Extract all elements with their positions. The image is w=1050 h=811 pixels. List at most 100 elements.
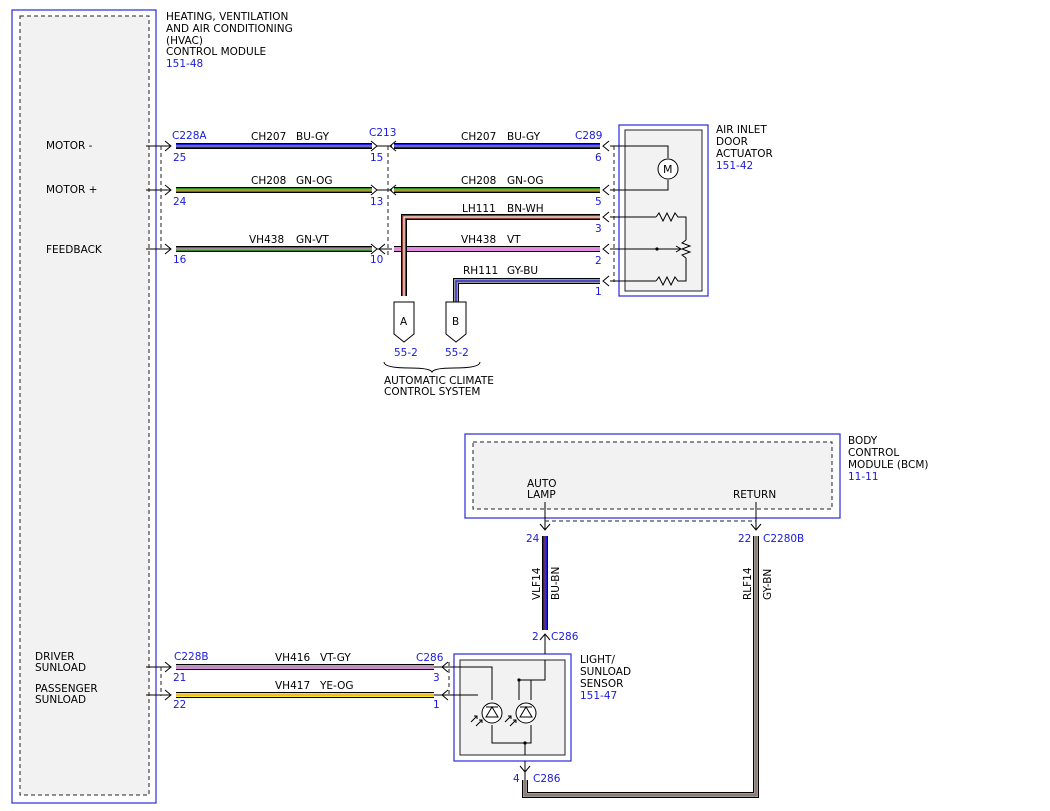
sensor-ref-link[interactable]: 151-47: [580, 690, 617, 702]
hvac-ref-link[interactable]: 151-48: [166, 58, 203, 70]
ref-a-letter: A: [400, 316, 408, 328]
pin-3: 3: [595, 223, 602, 235]
wire-label-vlf14-color: BU-BN: [550, 567, 562, 600]
wire-label-vh438-right-circuit: VH438: [461, 234, 496, 246]
sensor-title-2: SUNLOAD: [580, 666, 631, 678]
hvac-title-3: (HVAC): [166, 35, 203, 47]
pin-21: 21: [173, 672, 186, 684]
hvac-title-1: HEATING, VENTILATION: [166, 11, 288, 23]
pin-label-feedback: FEEDBACK: [46, 244, 103, 256]
wire-label-ch208-right-color: GN-OG: [507, 175, 543, 187]
bcm-ref-link[interactable]: 11-11: [848, 471, 879, 483]
connector-c286-sensor-in: C286: [416, 652, 444, 664]
pin-24: 24: [173, 196, 187, 208]
connector-arrow-icon: [441, 661, 449, 673]
actuator-title-3: ACTUATOR: [716, 148, 773, 160]
connector-arrow-icon: [164, 661, 172, 673]
connector-arrow-icon: [164, 140, 172, 152]
actuator-title-2: DOOR: [716, 136, 748, 148]
svg-text:M: M: [663, 163, 673, 176]
resistor-icon: [655, 211, 687, 287]
connector-arrow-icon: [539, 523, 551, 531]
connector-arrow-icon: [164, 243, 172, 255]
connector-arrow-icon: [164, 184, 172, 196]
pin-2: 2: [595, 255, 602, 267]
connector-arrow-icon: [750, 523, 762, 531]
pin-16: 16: [173, 254, 187, 266]
photodiode-icon: [504, 702, 537, 727]
wire-label-rlf14-color: GY-BN: [762, 569, 774, 600]
connector-arrow-icon: [164, 689, 172, 701]
pin-bcm-22: 22: [738, 533, 751, 545]
system-label-2: CONTROL SYSTEM: [384, 386, 480, 398]
connector-c213: C213: [369, 127, 396, 139]
pin-label-driver-sunload-1: DRIVER: [35, 651, 75, 663]
air-inlet-actuator: AIR INLET DOOR ACTUATOR 151-42 M: [602, 124, 773, 297]
pin-bcm-24: 24: [526, 533, 540, 545]
wire-label-ch208-right-circuit: CH208: [461, 175, 496, 187]
wire-label-vh416-circuit: VH416: [275, 652, 310, 664]
pin-label-driver-sunload-2: SUNLOAD: [35, 662, 86, 674]
connector-c228b: C228B: [174, 651, 209, 663]
actuator-title-1: AIR INLET: [716, 124, 767, 136]
pin-label-passenger-sunload-1: PASSENGER: [35, 683, 98, 695]
wire-rh111[interactable]: [453, 278, 600, 302]
pin-5: 5: [595, 196, 602, 208]
pin-10: 10: [370, 254, 383, 266]
hvac-module: HEATING, VENTILATION AND AIR CONDITIONIN…: [11, 9, 293, 804]
wire-label-lh111-color: BN-WH: [507, 203, 544, 215]
wire-label-ch207-right-circuit: CH207: [461, 131, 496, 143]
sensor-title-1: LIGHT/: [580, 654, 615, 666]
sensor-title-3: SENSOR: [580, 678, 623, 690]
connector-c289: C289: [575, 130, 602, 142]
bcm-title-3: MODULE (BCM): [848, 459, 929, 471]
wire-label-vh417-circuit: VH417: [275, 680, 310, 692]
pin-13: 13: [370, 196, 383, 208]
bcm-pin-auto-lamp-1: AUTO: [527, 478, 557, 490]
pin-sensor-1: 1: [433, 699, 440, 711]
wire-rlf14[interactable]: [522, 536, 759, 798]
actuator-ref-link[interactable]: 151-42: [716, 160, 753, 172]
pin-25: 25: [173, 152, 186, 164]
pin-sensor-4: 4: [513, 773, 520, 785]
ref-a[interactable]: A 55-2: [393, 301, 418, 359]
wire-label-lh111-circuit: LH111: [462, 203, 496, 215]
hvac-title-2: AND AIR CONDITIONING: [166, 23, 293, 35]
ref-b[interactable]: B 55-2: [445, 301, 469, 359]
system-label-1: AUTOMATIC CLIMATE: [384, 375, 494, 387]
pin-22: 22: [173, 699, 186, 711]
pin-label-motor-plus: MOTOR +: [46, 184, 97, 196]
wire-label-vh438-right-color: VT: [507, 234, 521, 246]
connector-arrow-icon: [602, 243, 610, 255]
wire-lh111[interactable]: [401, 214, 600, 296]
wire-label-vh417-color: YE-OG: [319, 680, 354, 692]
system-brace: [383, 361, 481, 374]
hvac-outer-box: [11, 9, 157, 804]
bcm-pin-auto-lamp-2: LAMP: [527, 489, 556, 501]
bcm-title-1: BODY: [848, 435, 878, 447]
pin-1: 1: [595, 286, 602, 298]
potentiometer-icon: [610, 239, 692, 259]
wire-label-vh416-color: VT-GY: [320, 652, 351, 664]
pin-sensor-3: 3: [433, 672, 440, 684]
bcm-title-2: CONTROL: [848, 447, 899, 459]
connector-arrow-icon: [441, 689, 449, 701]
connector-c286-bottom: C286: [533, 773, 561, 785]
wire-label-vlf14-circuit: VLF14: [531, 567, 543, 600]
ref-b-letter: B: [452, 316, 459, 328]
ref-a-page[interactable]: 55-2: [394, 347, 418, 359]
pin-6: 6: [595, 152, 602, 164]
connector-arrow-icon: [602, 275, 610, 287]
wire-label-rlf14-circuit: RLF14: [742, 567, 754, 600]
wire-label-rh111-circuit: RH111: [463, 265, 498, 277]
connector-arrow-icon: [602, 140, 610, 152]
wire-label-vh438-left-color: GN-VT: [296, 234, 329, 246]
wire-label-ch207-left-color: BU-GY: [296, 131, 330, 143]
wire-label-vh438-left-circuit: VH438: [249, 234, 284, 246]
ref-b-page[interactable]: 55-2: [445, 347, 469, 359]
c213-connector: [370, 140, 397, 255]
hvac-inner-box: [19, 15, 150, 796]
connector-arrow-icon: [602, 211, 610, 223]
pin-label-motor-minus: MOTOR -: [46, 140, 93, 152]
